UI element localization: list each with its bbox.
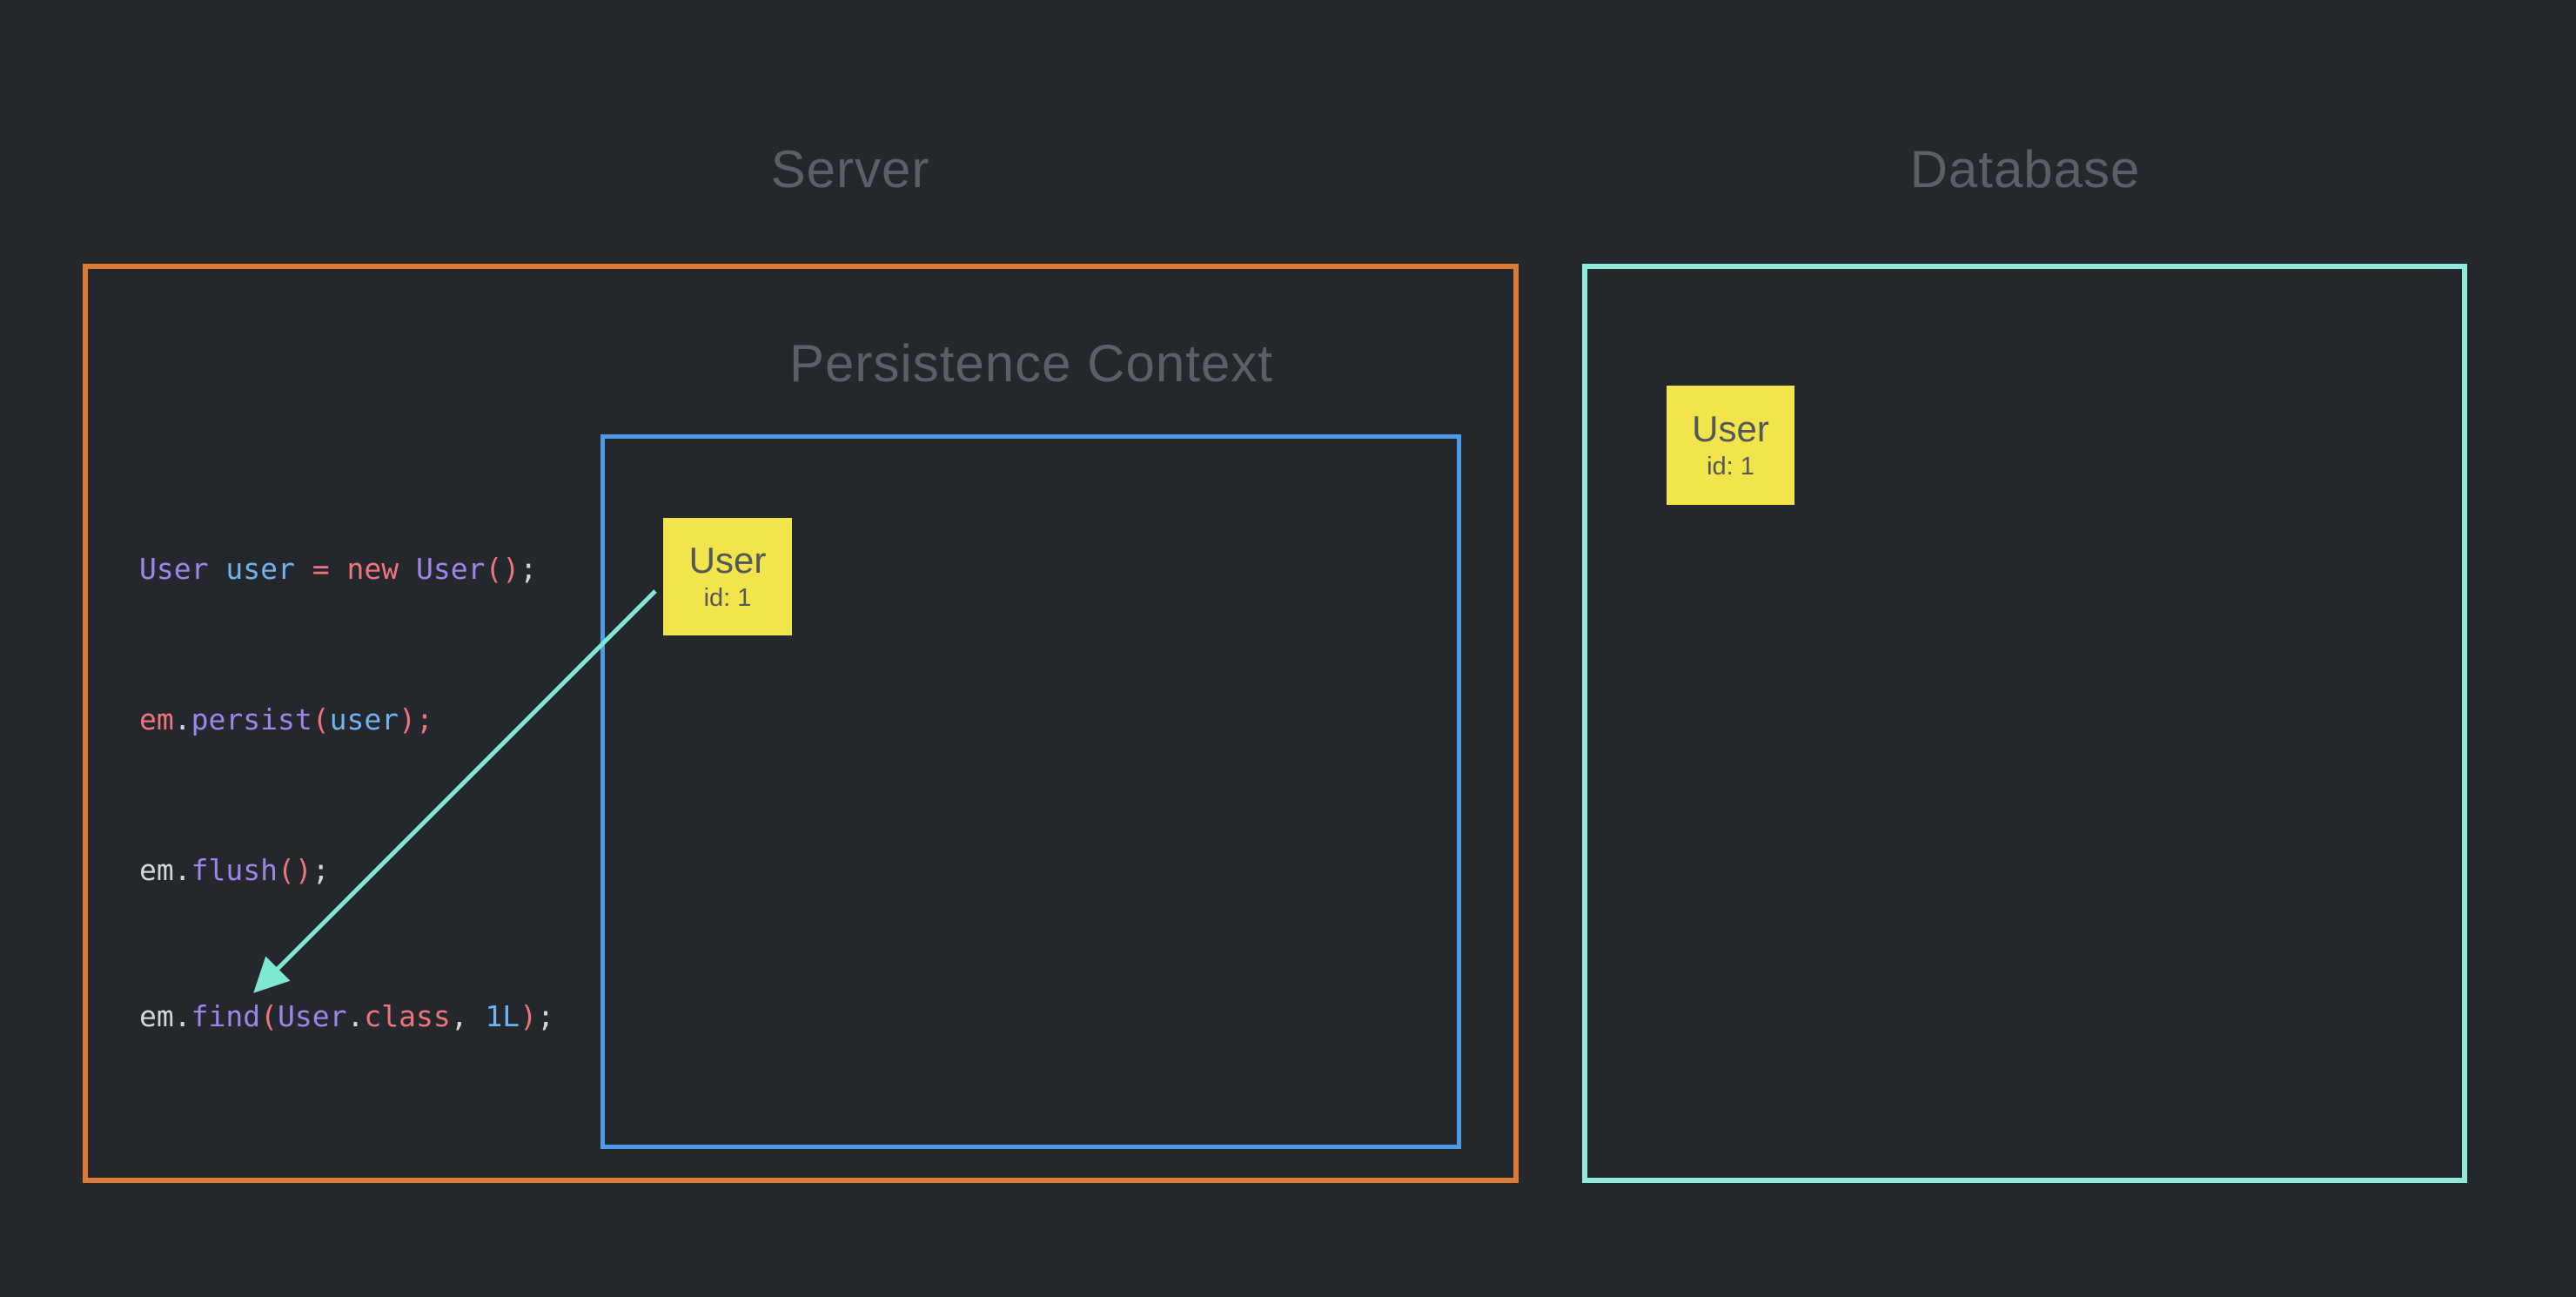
database-title: Database [1909,140,2141,198]
code-line-flush: em.flush(); [139,853,330,887]
persistence-user-card: User id: 1 [663,518,792,635]
entity-name: User [1692,408,1769,450]
database-user-card: User id: 1 [1667,386,1794,505]
server-title: Server [770,140,930,198]
entity-name: User [688,540,767,581]
database-box [1582,264,2467,1183]
code-line-persist: em.persist(user); [139,702,433,736]
persistence-context-title: Persistence Context [789,334,1273,393]
entity-id: id: 1 [1707,453,1754,481]
code-line-find: em.find(User.class, 1L); [139,999,554,1033]
code-line-new-user: User user = new User(); [139,552,538,586]
entity-id: id: 1 [703,584,752,613]
server-box [83,264,1519,1183]
